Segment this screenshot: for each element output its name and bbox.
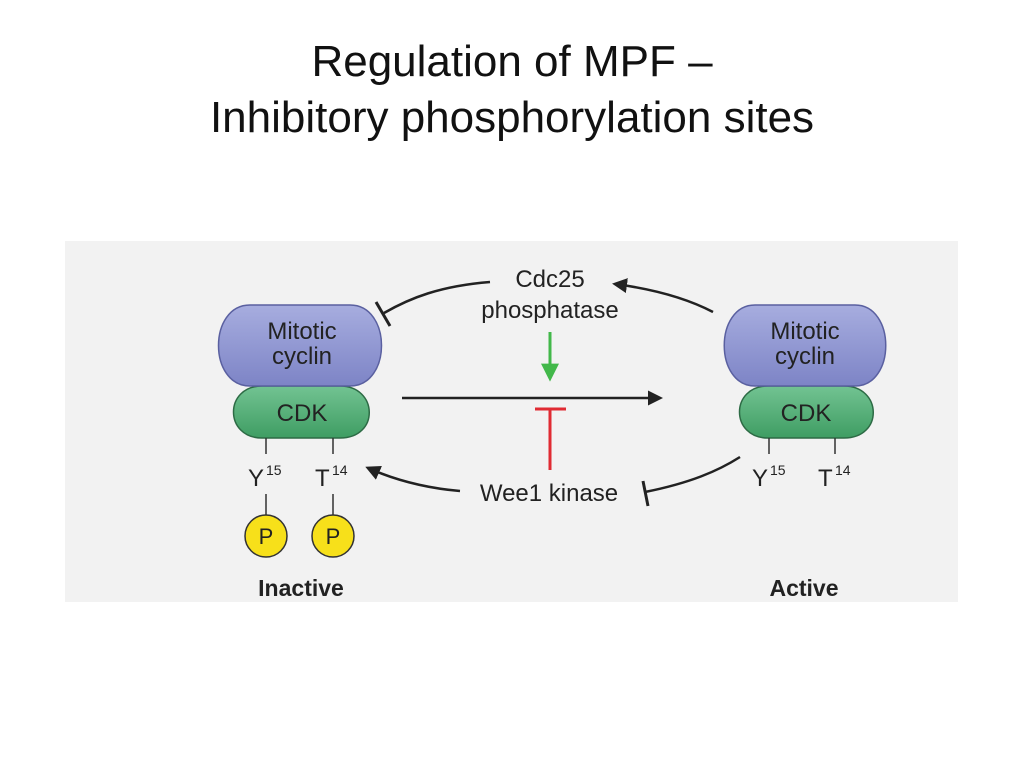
cdk-label-active: CDK bbox=[781, 400, 832, 427]
title-line-1: Regulation of MPF – bbox=[311, 37, 713, 86]
slide-title: Regulation of MPF – Inhibitory phosphory… bbox=[0, 34, 1024, 146]
svg-text:Y: Y bbox=[248, 465, 264, 492]
title-line-2: Inhibitory phosphorylation sites bbox=[209, 93, 815, 142]
site-y15-active: Y 15 bbox=[752, 462, 786, 492]
phosphate-y15: P bbox=[244, 514, 288, 558]
svg-text:15: 15 bbox=[266, 462, 282, 478]
cdc25-label-line1: Cdc25 bbox=[515, 266, 584, 293]
cyclin-label-line1-active: Mitotic bbox=[770, 318, 839, 345]
svg-text:P: P bbox=[259, 524, 274, 549]
cdc25-arrow bbox=[612, 278, 714, 314]
svg-text:14: 14 bbox=[835, 462, 851, 478]
cdc25-pathway: Cdc25 phosphatase bbox=[374, 266, 714, 382]
wee1-inhibition-end-bar bbox=[641, 480, 650, 507]
active-mpf-complex: CDK Mitotic cyclin Y 15 T 14 Active bbox=[723, 304, 887, 601]
svg-text:15: 15 bbox=[770, 462, 786, 478]
svg-text:T: T bbox=[315, 465, 330, 492]
cdk-shape-inactive bbox=[232, 385, 370, 439]
cdc25-inhibition-bar bbox=[374, 301, 392, 327]
wee1-pathway: Wee1 kinase bbox=[365, 407, 741, 507]
svg-text:P: P bbox=[326, 524, 341, 549]
cdc25-inhibition-line bbox=[383, 280, 491, 315]
active-label: Active bbox=[769, 575, 838, 601]
wee1-inhibition-line bbox=[644, 455, 741, 494]
cyclin-label-line2-active: cyclin bbox=[775, 343, 835, 370]
svg-text:T: T bbox=[818, 465, 833, 492]
cdk-label-inactive: CDK bbox=[277, 400, 328, 427]
svg-text:Y: Y bbox=[752, 465, 768, 492]
inactive-label: Inactive bbox=[258, 575, 344, 601]
cyclin-label-line2-inactive: cyclin bbox=[272, 343, 332, 370]
cdk-shape-active bbox=[738, 385, 874, 439]
site-y15-inactive: Y 15 bbox=[248, 462, 282, 492]
site-t14-active: T 14 bbox=[818, 462, 851, 492]
cyclin-shape-active bbox=[723, 304, 887, 387]
cdc25-label-line2: phosphatase bbox=[481, 297, 618, 324]
phosphate-t14: P bbox=[311, 514, 355, 558]
wee1-arrow bbox=[365, 466, 461, 493]
site-t14-inactive: T 14 bbox=[315, 462, 348, 492]
svg-text:14: 14 bbox=[332, 462, 348, 478]
inactive-mpf-complex: CDK Mitotic cyclin Y 15 T 14 P P Inactiv… bbox=[217, 304, 383, 601]
cyclin-label-line1-inactive: Mitotic bbox=[267, 318, 336, 345]
wee1-label: Wee1 kinase bbox=[480, 480, 618, 507]
cyclin-shape-inactive bbox=[217, 304, 383, 387]
